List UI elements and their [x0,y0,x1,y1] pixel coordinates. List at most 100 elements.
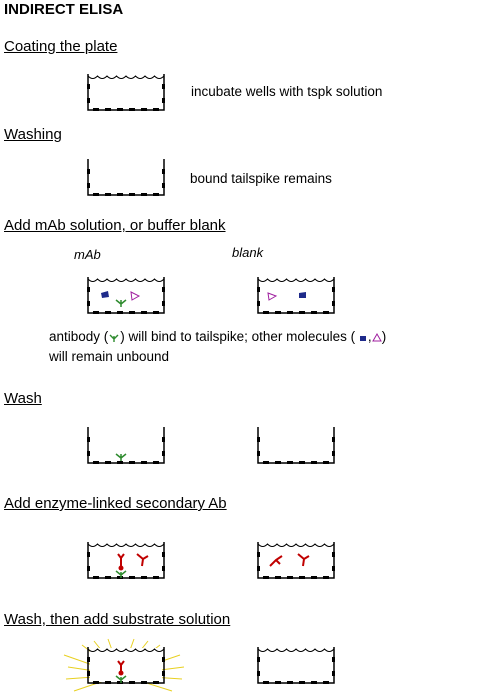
secondary-antibody-icon [269,555,283,567]
tailspike-side [87,301,90,306]
tailspike-bottom [153,576,159,579]
tailspike-bottom [263,576,269,579]
tailspike-side [162,98,165,103]
tailspike-bottom [287,681,293,684]
liquid-surface [257,543,335,547]
step-heading-coating: Coating the plate [4,38,118,55]
liquid-surface [87,278,165,282]
well-secondary-blank [257,542,335,579]
step-heading-add-mab: Add mAb solution, or buffer blank [4,217,226,234]
tailspike-side [87,657,90,662]
tailspike-bottom [311,576,317,579]
note-text: antibody ( [49,329,109,344]
tailspike-bottom [93,311,99,314]
well-coating [87,74,165,111]
tailspike-side [332,671,335,676]
well-wall [257,542,335,579]
tailspike-side [87,169,90,174]
well-washing [87,159,165,196]
well-wash-blank [257,427,335,464]
tailspike-bottom [141,461,147,464]
well-wall [87,647,165,684]
liquid-surface [87,648,165,652]
tailspike-side [162,657,165,662]
liquid-surface [257,278,335,282]
tailspike-bottom [141,311,147,314]
tailspike-bottom [105,193,111,196]
tailspike-bottom [287,311,293,314]
tailspike-side [162,183,165,188]
tailspike-side [257,301,260,306]
tailspike-side [332,451,335,456]
tailspike-side [162,566,165,571]
note-washing: bound tailspike remains [190,171,332,186]
well-label-blank: blank [232,245,264,260]
molecule-square-icon [299,292,306,298]
tailspike-bottom [299,681,305,684]
tailspike-side [257,552,260,557]
tailspike-side [87,183,90,188]
tailspike-side [162,451,165,456]
tailspike-bottom [141,576,147,579]
well-wall [257,277,335,314]
well-wall [257,427,335,464]
tailspike-side [87,451,90,456]
tailspike-bottom [117,193,123,196]
molecule-square-icon [359,336,366,341]
tailspike-bottom [153,681,159,684]
well-wall [87,159,165,196]
tailspike-side [162,671,165,676]
tailspike-bottom [141,108,147,111]
liquid-surface [87,543,165,547]
tailspike-side [257,657,260,662]
tailspike-side [87,437,90,442]
tailspike-bottom [117,576,123,579]
well-wall [87,74,165,111]
tailspike-bottom [129,681,135,684]
liquid-surface [257,648,335,652]
note-text: , [367,329,372,344]
tailspike-bottom [323,311,329,314]
tailspike-side [257,671,260,676]
well-substrate-blank [257,647,335,684]
tailspike-bottom [311,681,317,684]
tailspike-bottom [105,461,111,464]
tailspike-bottom [323,681,329,684]
antibody-icon [109,334,119,342]
note-coating: incubate wells with tspk solution [191,84,383,99]
well-wall [257,647,335,684]
tailspike-bottom [153,461,159,464]
tailspike-bottom [93,108,99,111]
tailspike-bottom [117,461,123,464]
well-wash-mab [87,427,165,464]
tailspike-side [87,98,90,103]
tailspike-bottom [93,193,99,196]
tailspike-side [162,169,165,174]
tailspike-bottom [105,681,111,684]
tailspike-side [332,566,335,571]
tailspike-side [162,437,165,442]
tailspike-side [87,287,90,292]
tailspike-bottom [311,461,317,464]
tailspike-bottom [93,461,99,464]
tailspike-side [87,552,90,557]
molecule-square-icon [101,291,109,298]
bound-antibody-icon [115,570,127,578]
note-mab-line1: antibody () will bind to tailspike; othe… [49,330,386,344]
step-heading-secondary: Add enzyme-linked secondary Ab [4,495,227,512]
tailspike-side [87,566,90,571]
tailspike-bottom [299,311,305,314]
enzyme-icon [118,670,124,676]
tailspike-bottom [129,576,135,579]
tailspike-side [87,84,90,89]
tailspike-bottom [287,461,293,464]
secondary-antibody-icon [136,553,149,567]
tailspike-bottom [105,108,111,111]
tailspike-bottom [93,681,99,684]
well-wall [87,427,165,464]
tailspike-side [87,671,90,676]
tailspike-bottom [299,576,305,579]
tailspike-bottom [129,311,135,314]
liquid-surface [87,75,165,79]
well-label-mab: mAb [74,247,101,262]
